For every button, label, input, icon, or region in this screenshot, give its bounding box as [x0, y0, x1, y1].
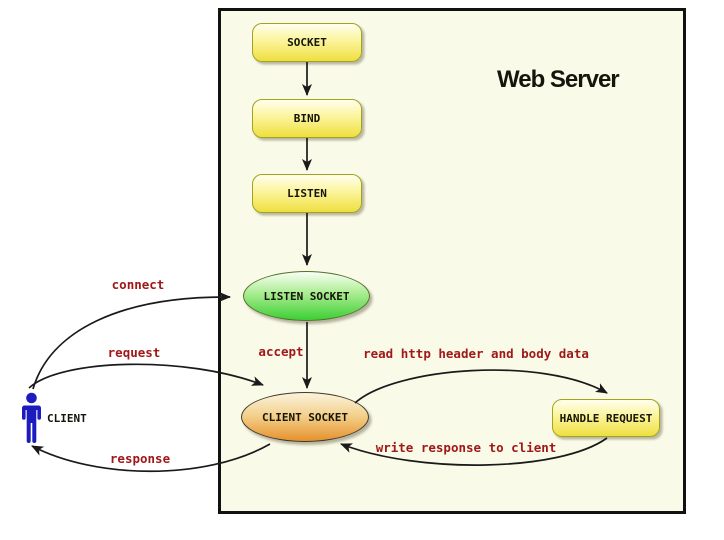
diagram-title: Web Server — [497, 66, 620, 93]
node-listen-socket: LISTEN SOCKET — [243, 271, 370, 321]
edge-label-write-response: write response to client — [375, 440, 557, 455]
node-socket: SOCKET — [252, 23, 362, 62]
node-listen-socket-label: LISTEN SOCKET — [263, 289, 350, 303]
node-bind: BIND — [252, 99, 362, 138]
node-bind-label: BIND — [293, 112, 321, 125]
node-listen: LISTEN — [252, 174, 362, 213]
node-client-socket-label: CLIENT SOCKET — [261, 410, 349, 424]
node-listen-label: LISTEN — [287, 187, 327, 200]
node-socket-label: SOCKET — [287, 36, 327, 49]
node-handle-request: HANDLE REQUEST — [552, 399, 660, 437]
edge-label-read-http: read http header and body data — [363, 346, 589, 361]
node-client-socket: CLIENT SOCKET — [241, 392, 369, 442]
edge-label-connect: connect — [111, 277, 165, 292]
edge-label-response: response — [109, 451, 171, 466]
arrow-connect — [32, 291, 231, 390]
node-handle-request-label: HANDLE REQUEST — [559, 411, 653, 425]
edge-label-request: request — [107, 345, 161, 360]
actor-client-label: CLIENT — [47, 412, 87, 425]
edge-label-accept: accept — [258, 344, 304, 359]
person-icon — [22, 392, 41, 443]
